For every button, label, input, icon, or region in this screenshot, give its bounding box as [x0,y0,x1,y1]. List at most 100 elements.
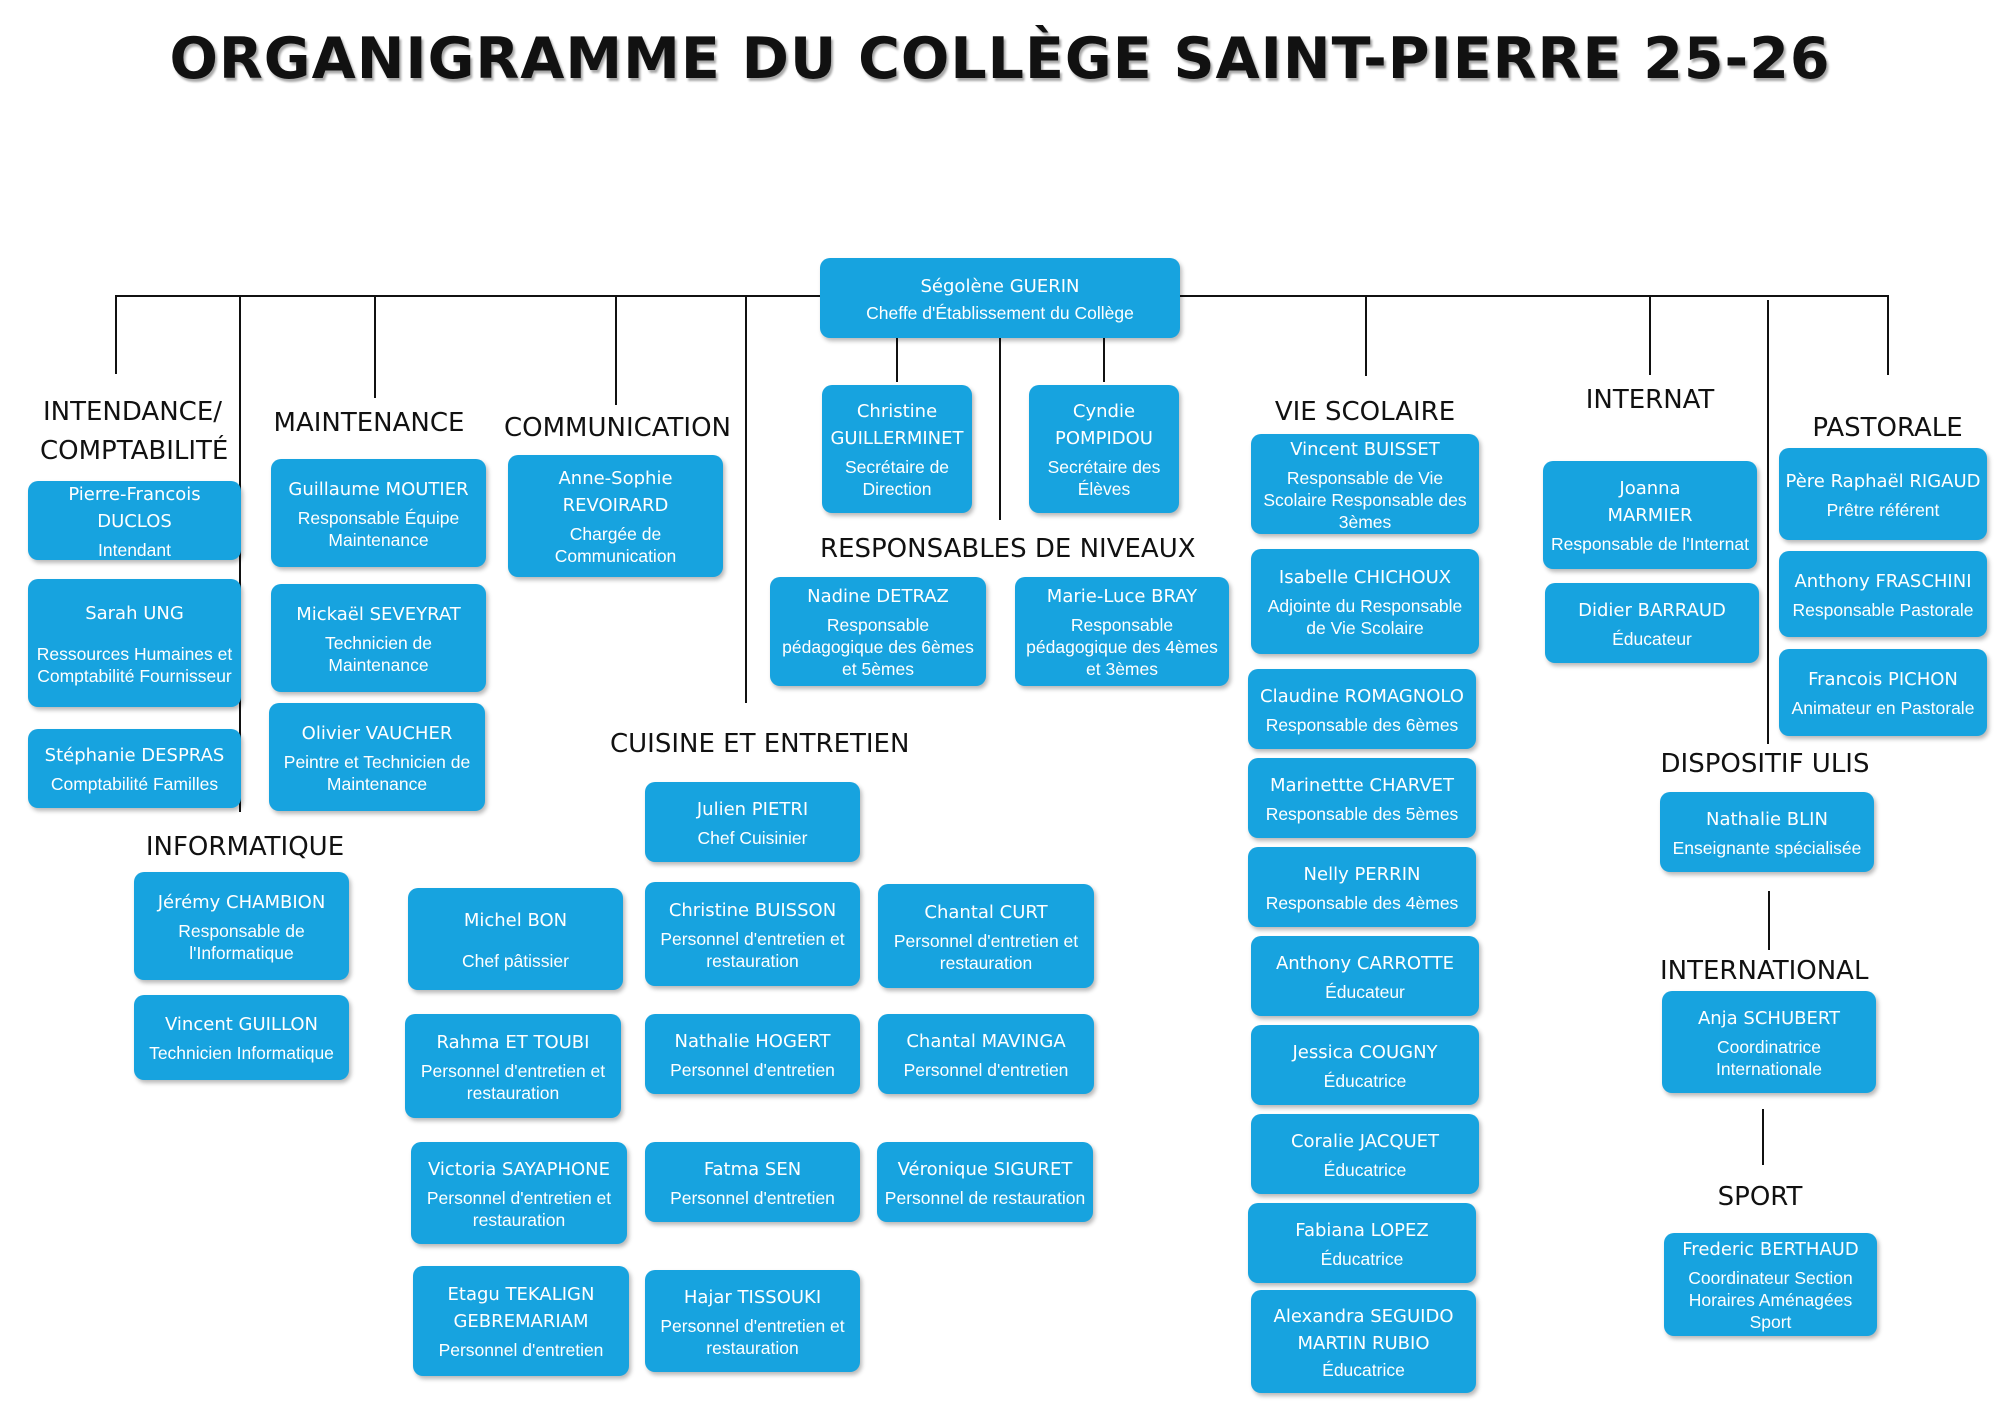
person-name: Chantal MAVINGA [906,1030,1066,1052]
person-card[interactable]: Rahma ET TOUBI Personnel d'entretien et … [405,1014,621,1118]
person-card[interactable]: Claudine ROMAGNOLO Responsable des 6èmes [1248,669,1476,749]
connector-line [1762,1109,1764,1165]
person-card[interactable]: Christine GUILLERMINET Secrétaire de Dir… [822,385,972,513]
person-role: Coordinateur Section Horaires Aménagées … [1688,1268,1853,1332]
person-card[interactable]: Didier BARRAUD Éducateur [1545,583,1759,663]
person-card[interactable]: Guillaume MOUTIER Responsable Équipe Mai… [271,459,486,567]
person-name: Victoria SAYAPHONE [427,1158,611,1180]
person-role: Responsable de l'Informatique [178,920,305,963]
person-role: Responsable de l'Internat [1551,534,1749,554]
person-name: Vincent GUILLON [165,1014,318,1035]
person-card[interactable]: Véronique SIGURET Personnel de restaurat… [877,1142,1093,1222]
person-card[interactable]: Chantal MAVINGA Personnel d'entretien [878,1014,1094,1094]
section-title: CUISINE ET ENTRETIEN [610,729,910,759]
person-name: Julien PIETRI [696,798,809,820]
person-card[interactable]: Hajar TISSOUKI Personnel d'entretien et … [645,1270,860,1372]
connector-line [1887,295,1889,375]
person-card[interactable]: Père Raphaël RIGAUD Prêtre référent [1779,448,1987,540]
page-title: ORGANIGRAMME DU COLLÈGE SAINT-PIERRE 25-… [169,26,1831,92]
person-card[interactable]: Jessica COUGNY Éducatrice [1251,1025,1479,1105]
section-title: INTERNAT [1585,385,1715,415]
person-name: Didier BARRAUD [1578,599,1726,621]
person-card[interactable]: Anthony CARROTTE Éducateur [1251,936,1479,1016]
person-card[interactable]: Julien PIETRI Chef Cuisinier [645,782,860,862]
person-name: Claudine ROMAGNOLO [1260,685,1464,707]
person-role: Animateur en Pastorale [1791,698,1975,718]
person-card[interactable]: Christine BUISSON Personnel d'entretien … [645,882,860,986]
person-role: Éducateur [1325,981,1405,1002]
connector-line [745,295,747,703]
person-card[interactable]: Sarah UNG Ressources Humaines et Comptab… [28,579,241,707]
connector-line [115,295,117,374]
person-role: Ressources Humaines et Comptabilité Four… [36,643,233,686]
person-card[interactable]: Isabelle CHICHOUX Adjointe du Responsabl… [1251,549,1479,654]
connector-line [1768,891,1770,950]
section-title: MAINTENANCE [273,408,465,438]
person-card[interactable]: Anja SCHUBERT Coordinatrice Internationa… [1662,991,1876,1093]
section-title: DISPOSITIF ULIS [1660,749,1870,779]
person-role: Éducateur [1612,628,1692,649]
person-card[interactable]: Cyndie POMPIDOU Secrétaire des Élèves [1029,385,1179,513]
person-card[interactable]: Vincent GUILLON Technicien Informatique [134,995,349,1080]
person-card[interactable]: Mickaël SEVEYRAT Technicien de Maintenan… [271,584,486,692]
person-name: Christine GUILLERMINET [830,401,964,449]
person-card[interactable]: Anne-Sophie REVOIRARD Chargée de Communi… [508,455,723,577]
person-card[interactable]: Nelly PERRIN Responsable des 4èmes [1248,847,1476,927]
person-name: Etagu TEKALIGN GEBREMARIAM [447,1284,595,1332]
person-card[interactable]: Stéphanie DESPRAS Comptabilité Familles [28,729,241,808]
person-card[interactable]: Victoria SAYAPHONE Personnel d'entretien… [411,1142,627,1244]
person-card[interactable]: Frederic BERTHAUD Coordinateur Section H… [1664,1233,1877,1336]
person-name: Nathalie BLIN [1706,808,1828,830]
person-name: Anja SCHUBERT [1697,1007,1841,1029]
person-name: Sarah UNG [85,602,184,624]
person-name: Guillaume MOUTIER [288,478,469,500]
person-card[interactable]: Michel BON Chef pâtissier [408,888,623,990]
person-card[interactable]: Coralie JACQUET Éducatrice [1251,1114,1479,1194]
person-name: Nelly PERRIN [1303,863,1421,885]
connector-line [999,338,1001,520]
person-card[interactable]: Olivier VAUCHER Peintre et Technicien de… [269,703,485,811]
section-title: PASTORALE [1812,413,1963,443]
person-name: Coralie JACQUET [1290,1130,1440,1152]
connector-line [1365,295,1367,376]
person-role: Technicien de Maintenance [324,632,433,675]
person-role: Technicien Informatique [149,1043,334,1063]
section-title: RESPONSABLES DE NIVEAUX [820,534,1196,564]
person-name: Pierre-Francois DUCLOS [68,483,201,532]
person-role: Personnel d'entretien [670,1187,835,1208]
person-card[interactable]: Alexandra SEGUIDO MARTIN RUBIO Éducatric… [1251,1290,1476,1393]
person-name: Alexandra SEGUIDO MARTIN RUBIO [1273,1305,1454,1354]
person-name: Marinettte CHARVET [1269,774,1455,796]
section-title: INTENDANCE/ COMPTABILITÉ [40,397,229,466]
person-name: Jérémy CHAMBION [157,891,326,913]
person-role: Éducatrice [1322,1359,1405,1380]
connector-line [615,295,617,405]
person-card[interactable]: Marinettte CHARVET Responsable des 5èmes [1248,758,1476,838]
person-role: Chef Cuisinier [697,827,808,848]
person-card[interactable]: Joanna MARMIER Responsable de l'Internat [1543,461,1757,569]
section-title: COMMUNICATION [503,413,732,443]
person-card[interactable]: Marie-Luce BRAY Responsable pédagogique … [1015,577,1229,686]
person-card[interactable]: Vincent BUISSET Responsable de Vie Scola… [1251,434,1479,534]
section-title: VIE SCOLAIRE [1274,397,1456,427]
connector-line [896,338,898,382]
person-card[interactable]: Nathalie BLIN Enseignante spécialisée [1660,792,1874,872]
person-card[interactable]: Chantal CURT Personnel d'entretien et re… [878,884,1094,988]
person-card[interactable]: Nadine DETRAZ Responsable pédagogique de… [770,577,986,686]
person-card[interactable]: Fabiana LOPEZ Éducatrice [1248,1203,1476,1283]
person-card[interactable]: Francois PICHON Animateur en Pastorale [1779,649,1987,736]
person-card[interactable]: Jérémy CHAMBION Responsable de l'Informa… [134,872,349,980]
person-name: Olivier VAUCHER [301,722,453,744]
connector-line [1649,295,1651,375]
person-card[interactable]: Pierre-Francois DUCLOS Intendant [28,481,241,560]
section-title: INTERNATIONAL [1660,956,1869,986]
person-name: Cyndie POMPIDOU [1055,401,1153,449]
person-card[interactable]: Fatma SEN Personnel d'entretien [645,1142,860,1222]
person-card[interactable]: Nathalie HOGERT Personnel d'entretien [645,1014,860,1094]
head-card[interactable]: Ségolène GUERIN Cheffe d'Établissement d… [820,258,1180,338]
person-role: Personnel d'entretien [670,1059,835,1080]
person-card[interactable]: Anthony FRASCHINI Responsable Pastorale [1779,551,1987,637]
person-role: Responsable Équipe Maintenance [297,507,460,550]
person-card[interactable]: Etagu TEKALIGN GEBREMARIAM Personnel d'e… [413,1266,629,1376]
person-name: Anne-Sophie REVOIRARD [558,468,673,516]
